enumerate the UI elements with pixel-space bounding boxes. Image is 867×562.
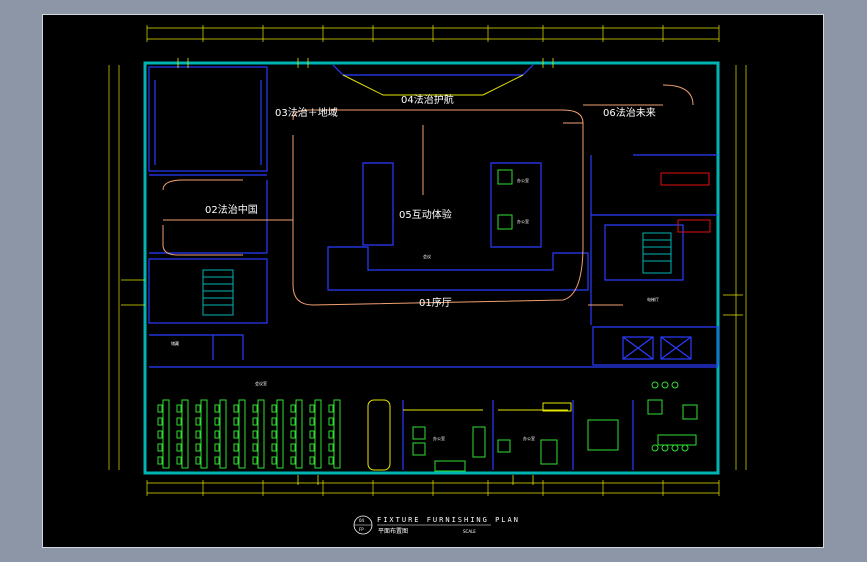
drawing-sheet: 01序厅 02法治中国 03法治＋地域 04法治护航 05互动体验 06法治未来…	[42, 14, 824, 548]
scale-label: SCALE	[463, 529, 476, 534]
zone-labels: 01序厅 02法治中国 03法治＋地域 04法治护航 05互动体验 06法治未来	[205, 93, 656, 309]
meeting-furniture	[412, 169, 698, 472]
yellow-walls	[342, 74, 572, 471]
office-a-label: 办公室	[517, 177, 529, 183]
restroom-fixtures	[660, 172, 711, 233]
drawing-subtitle: 平面布置图	[378, 527, 408, 535]
meeting-left-label: 会议室	[255, 380, 267, 386]
center-label: 会议	[423, 253, 431, 259]
stair-and-core	[202, 232, 672, 316]
floor-plan: 01序厅 02法治中国 03法治＋地域 04法治护航 05互动体验 06法治未来…	[108, 25, 747, 535]
sheet-no-bottom: FP	[359, 527, 364, 532]
storage-label: 储藏	[171, 340, 179, 346]
sheet-no-top: 04	[359, 518, 365, 523]
room-labels: 会议 办公室 办公室 电梯厅 储藏 会议室 办公室 办公室	[171, 177, 659, 441]
zone-03-label: 03法治＋地域	[275, 106, 338, 119]
office-right-label: 办公室	[523, 435, 535, 441]
outer-wall	[143, 61, 720, 475]
classroom-desks	[157, 399, 341, 469]
zone-02-label: 02法治中国	[205, 203, 258, 216]
drawing-title: FIXTURE FURNISHING PLAN	[377, 516, 520, 524]
visitor-route	[162, 84, 694, 306]
zone-04-label: 04法治护航	[401, 93, 454, 106]
zone-01-label: 01序厅	[419, 296, 452, 309]
interior-walls	[148, 64, 719, 470]
lobby-label: 电梯厅	[647, 296, 659, 302]
office-b-label: 办公室	[517, 218, 529, 224]
zone-06-label: 06法治未来	[603, 106, 656, 119]
doors	[121, 58, 743, 485]
zone-05-label: 05互动体验	[399, 208, 452, 221]
title-block: 04 FP FIXTURE FURNISHING PLAN 平面布置图 SCAL…	[353, 515, 520, 535]
office-mid-label: 办公室	[433, 435, 445, 441]
